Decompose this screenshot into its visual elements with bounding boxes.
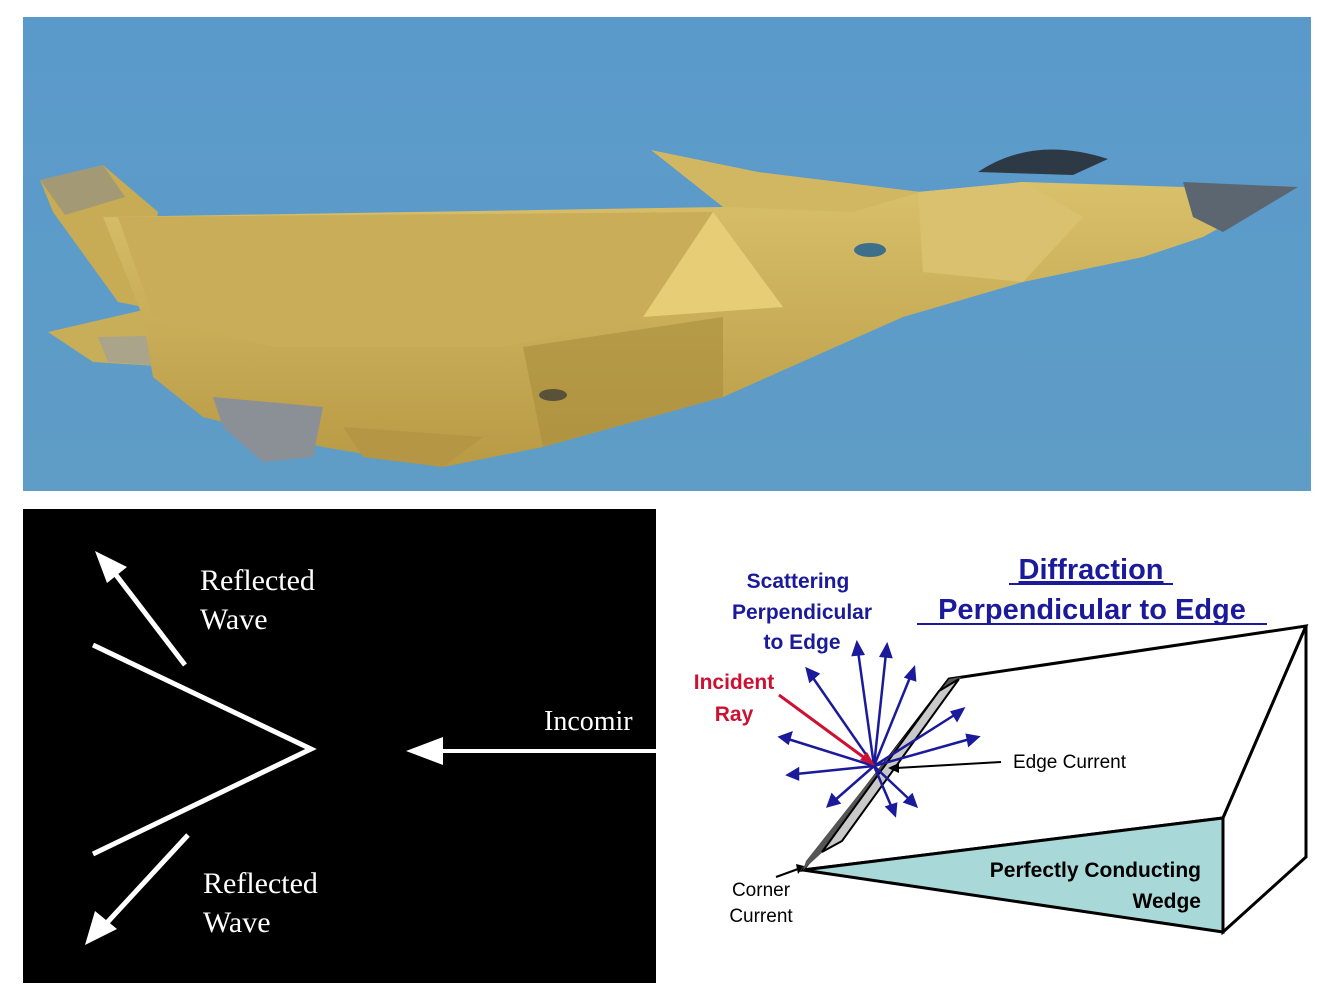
edge-strip bbox=[821, 678, 960, 853]
reflected-arrow-bottom bbox=[101, 833, 190, 929]
aircraft-photo bbox=[23, 17, 1311, 491]
reflecting-surface bbox=[91, 642, 317, 857]
canard bbox=[651, 150, 921, 212]
cockpit-canopy bbox=[978, 149, 1108, 175]
diffraction-title-line2: Perpendicular to Edge bbox=[938, 594, 1246, 626]
main-wing bbox=[118, 212, 713, 347]
diffraction-diagram: Diffraction Perpendicular to Edge Scatte… bbox=[656, 509, 1334, 1000]
edge-current-label: Edge Current bbox=[1013, 752, 1127, 773]
wedge-label-line2: Wedge bbox=[1133, 890, 1201, 913]
reflected-bottom-line2: Wave bbox=[203, 906, 271, 939]
scattering-label-line2: Perpendicular bbox=[732, 601, 872, 624]
diffraction-title-line1: Diffraction bbox=[1019, 554, 1164, 586]
incident-ray bbox=[778, 693, 867, 761]
wedge-front-face bbox=[802, 816, 1225, 934]
corner-current-label-line2: Current bbox=[729, 906, 793, 927]
incoming-label: Incomir bbox=[544, 706, 633, 737]
reflected-top-line1: Reflected bbox=[200, 564, 315, 597]
reflected-arrow-top bbox=[111, 569, 187, 667]
edge-current-pointer bbox=[895, 761, 1002, 769]
wedge-diffraction-figure: Diffraction Perpendicular to Edge Scatte… bbox=[694, 554, 1309, 936]
scattering-label-line3: to Edge bbox=[764, 631, 841, 654]
reflected-top-line2: Wave bbox=[200, 603, 268, 636]
scattering-rays bbox=[777, 639, 981, 818]
arrowhead-top bbox=[95, 551, 127, 583]
wedge-label-line1: Perfectly Conducting bbox=[990, 859, 1201, 882]
reflection-diagram: Reflected Wave Reflected Wave Incomir bbox=[23, 509, 656, 983]
arrowhead-bottom bbox=[85, 911, 117, 945]
fighter-jet-illustration bbox=[23, 17, 1311, 491]
corner-current-label-line1: Corner bbox=[732, 880, 791, 901]
arrowhead-incoming bbox=[406, 737, 443, 765]
insignia bbox=[854, 243, 886, 257]
incident-label-line2: Ray bbox=[715, 703, 754, 726]
incident-label-line1: Incident bbox=[694, 671, 775, 694]
reflected-bottom-line1: Reflected bbox=[203, 867, 318, 900]
reflection-lines: Reflected Wave Reflected Wave Incomir bbox=[85, 551, 656, 945]
nose-cone bbox=[1183, 182, 1298, 232]
corner-current-pointer bbox=[775, 868, 799, 878]
scattering-label-line1: Scattering bbox=[747, 570, 850, 593]
